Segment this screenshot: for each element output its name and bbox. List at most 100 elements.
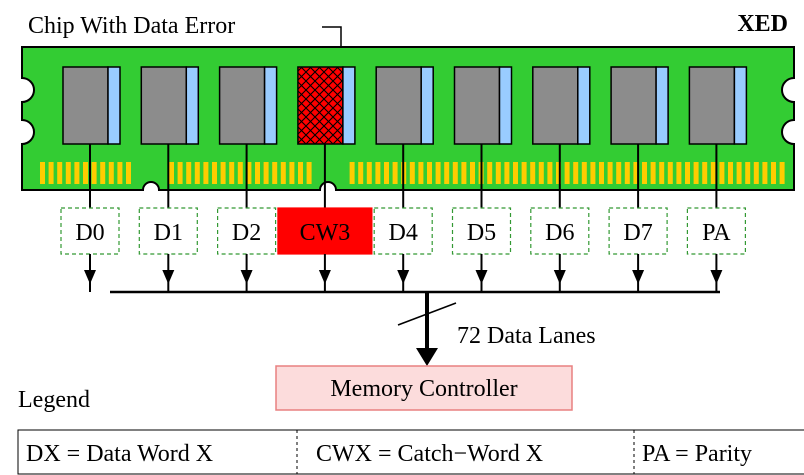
contact-pin (83, 162, 88, 184)
contact-pin (289, 162, 295, 184)
contact-pin (642, 162, 647, 184)
contact-pin (427, 162, 432, 184)
contact-pin (556, 162, 561, 184)
contact-pin (74, 162, 80, 184)
lane-arrowhead (84, 270, 96, 284)
chip-label: CW3 (300, 220, 351, 246)
contact-pin (263, 162, 269, 184)
contact-pin (487, 162, 493, 184)
contact-pin (57, 162, 63, 184)
lane-arrowhead (162, 270, 175, 284)
contact-pin (100, 162, 106, 184)
chip-label-box (60, 207, 120, 255)
contact-pin (710, 162, 716, 184)
memory-module (21, 46, 795, 191)
lane-arrowhead (475, 270, 488, 284)
chip-stripe (185, 66, 200, 145)
contact-pin (513, 162, 518, 184)
contact-pin (616, 162, 622, 184)
contact-pin (504, 162, 510, 184)
contact-pin (607, 162, 613, 184)
contact-pin (65, 162, 71, 184)
contact-pin (358, 162, 364, 184)
contact-pin (564, 162, 570, 184)
contact-pin (91, 162, 97, 184)
contact-pin (220, 162, 226, 184)
dram-chip (140, 66, 188, 145)
contact-pin (349, 162, 355, 184)
contact-pin (237, 162, 243, 184)
lane-arrowhead (632, 270, 645, 284)
contact-pin (461, 162, 467, 184)
chip-label-box-error (277, 207, 373, 255)
contact-pin (384, 162, 389, 184)
contact-pin (547, 162, 553, 184)
contact-pin (581, 162, 587, 184)
chip-label: PA (702, 220, 731, 246)
contact-pin (375, 162, 381, 184)
contact-pin (418, 162, 424, 184)
contact-pin (762, 162, 768, 184)
contact-pin (392, 162, 398, 184)
chip-label: D1 (154, 220, 183, 246)
contact-pin (538, 162, 544, 184)
contact-pin (280, 162, 286, 184)
dram-chip (610, 66, 657, 145)
dram-chip (218, 66, 266, 145)
contact-pins (40, 162, 785, 184)
error-callout-label: Chip With Data Error (28, 13, 235, 39)
contact-pin (126, 162, 131, 184)
memory-controller-box (275, 365, 573, 411)
contact-pin (255, 162, 260, 184)
contact-pin (530, 162, 536, 184)
contact-pin (186, 162, 192, 184)
legend-item-parity: PA = Parity (642, 441, 752, 467)
legend-item-data-word: DX = Data Word X (26, 441, 213, 467)
contact-pin (435, 162, 441, 184)
contact-pin (693, 162, 699, 184)
dram-chip-error (297, 66, 344, 145)
chip-stripe (107, 66, 121, 145)
chip-label-box (451, 207, 512, 255)
chip-label-box (686, 207, 747, 255)
contact-pin (306, 162, 312, 184)
chip-label: D7 (623, 220, 652, 246)
contact-pin (667, 162, 673, 184)
bus-trunk-arrowhead (416, 348, 438, 366)
contact-pin (779, 162, 785, 184)
contact-pin (470, 162, 475, 184)
lane-arrowhead (318, 270, 331, 284)
contact-pin (599, 162, 604, 184)
contact-pin (590, 162, 596, 184)
contact-pin (745, 162, 751, 184)
contact-pin (194, 162, 200, 184)
contact-pin (771, 162, 776, 184)
chip-stripe (342, 66, 356, 145)
contact-pin (650, 162, 656, 184)
contact-pin (728, 162, 733, 184)
contact-pin (753, 162, 759, 184)
contact-pin (40, 162, 45, 184)
contact-pin (521, 162, 527, 184)
contact-pin (169, 162, 174, 184)
memory-controller-label: Memory Controller (330, 376, 517, 402)
contact-pin (409, 162, 415, 184)
chip-stripe (498, 66, 513, 145)
lane-arrowhead (240, 270, 253, 284)
contact-pin (108, 162, 114, 184)
contact-pin (272, 162, 278, 184)
contact-pin (685, 162, 690, 184)
lane-arrowhead (397, 270, 410, 284)
contact-pin (203, 162, 209, 184)
chip-label-box (138, 207, 198, 255)
contact-pin (633, 162, 639, 184)
contact-pin (117, 162, 123, 184)
legend-item-catch-word: CWX = Catch−Word X (316, 441, 543, 467)
bus-width-slash (397, 302, 457, 326)
chip-label: D5 (467, 220, 496, 246)
contact-pin (702, 162, 708, 184)
contact-pin (48, 162, 54, 184)
contact-pin (212, 162, 217, 184)
